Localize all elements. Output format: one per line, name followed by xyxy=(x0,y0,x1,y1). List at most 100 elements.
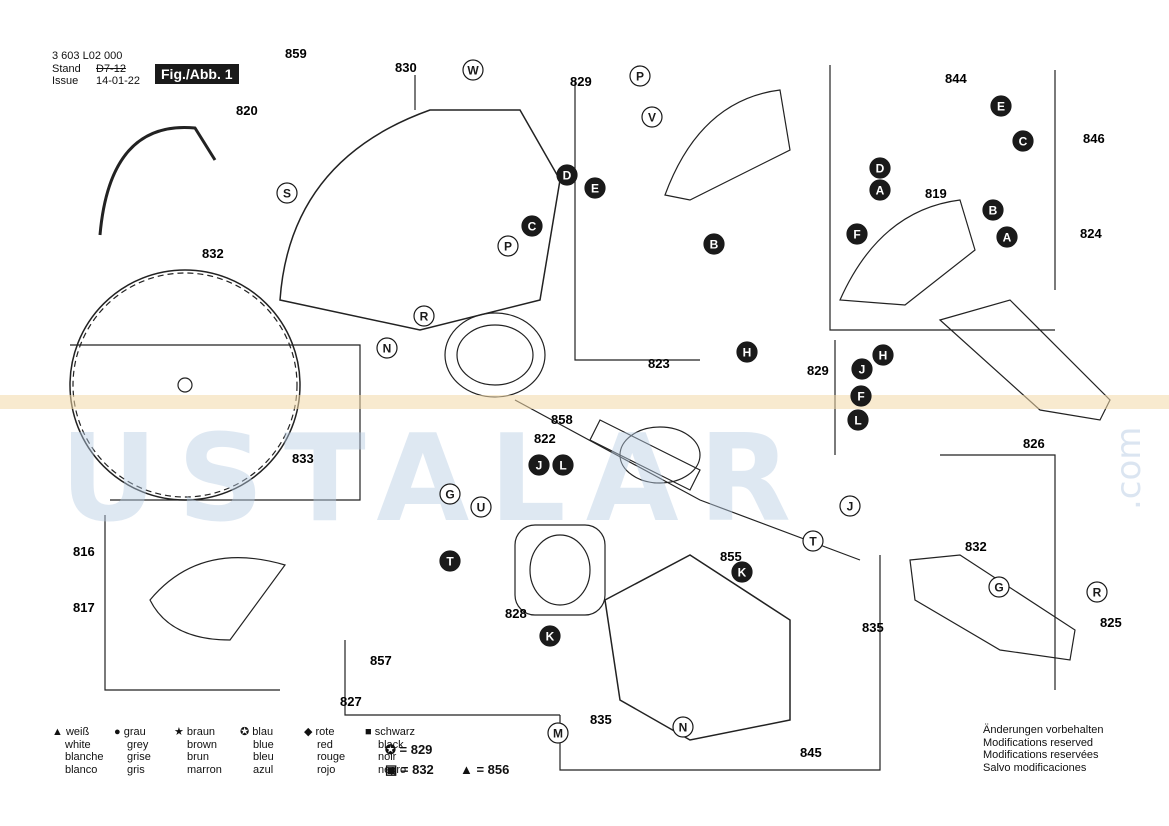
svg-text:C: C xyxy=(1019,135,1028,149)
part-number-label: 827 xyxy=(340,694,362,709)
symbol-reference: ▣ = 832 xyxy=(385,762,434,777)
part-number-label: 826 xyxy=(1023,436,1045,451)
legend-line: black xyxy=(378,738,404,751)
svg-text:R: R xyxy=(420,310,429,324)
legend-line: red xyxy=(317,738,333,751)
legend-line: brown xyxy=(187,738,217,751)
letter-callout: T xyxy=(439,550,461,572)
part-number-label: 832 xyxy=(202,246,224,261)
part-number-label: 858 xyxy=(551,412,573,427)
svg-text:A: A xyxy=(1003,231,1012,245)
legend-line: grise xyxy=(127,751,151,763)
part-number-label: 855 xyxy=(720,549,742,564)
svg-text:G: G xyxy=(994,581,1003,595)
legend-line: white xyxy=(65,738,91,751)
letter-callout: M xyxy=(547,722,569,744)
part-number-label: 829 xyxy=(570,74,592,89)
letter-callout: L xyxy=(847,409,869,431)
svg-text:G: G xyxy=(445,488,454,502)
part-number-label: 845 xyxy=(800,745,822,760)
part-number-label: 859 xyxy=(285,46,307,61)
svg-text:L: L xyxy=(854,414,861,428)
letter-callout: P xyxy=(629,65,651,87)
legend-line: ★ braun xyxy=(174,726,216,738)
svg-text:T: T xyxy=(809,535,817,549)
svg-text:N: N xyxy=(383,342,392,356)
letter-callout: N xyxy=(672,716,694,738)
svg-text:H: H xyxy=(743,346,752,360)
part-number-label: 832 xyxy=(965,539,987,554)
letter-callout: G xyxy=(988,576,1010,598)
svg-text:V: V xyxy=(648,111,656,125)
svg-text:K: K xyxy=(738,566,747,580)
letter-callout: T xyxy=(802,530,824,552)
part-number-label: 828 xyxy=(505,606,527,621)
letter-callout: V xyxy=(641,106,663,128)
part-number-label: 829 xyxy=(807,363,829,378)
letter-callout: B xyxy=(982,199,1004,221)
part-number-label: 846 xyxy=(1083,131,1105,146)
letter-callout: R xyxy=(1086,581,1108,603)
svg-text:E: E xyxy=(997,100,1005,114)
part-number-label: 819 xyxy=(925,186,947,201)
svg-text:B: B xyxy=(989,204,998,218)
letter-callout: C xyxy=(1012,130,1034,152)
svg-text:H: H xyxy=(879,349,888,363)
legend-line: bleu xyxy=(253,751,274,763)
issue-date: 14-01-22 xyxy=(96,75,141,87)
svg-text:S: S xyxy=(283,187,291,201)
legend-line: azul xyxy=(253,763,274,776)
svg-text:E: E xyxy=(591,182,599,196)
svg-text:P: P xyxy=(504,240,512,254)
letter-callout: K xyxy=(539,625,561,647)
part-number-label: 844 xyxy=(945,71,967,86)
legend-line: rouge xyxy=(317,751,346,763)
svg-text:K: K xyxy=(546,630,555,644)
part-number-label: 822 xyxy=(534,431,556,446)
letter-callout: A xyxy=(996,226,1018,248)
legend-line: blanco xyxy=(65,763,98,776)
part-number-label: 820 xyxy=(236,103,258,118)
letter-callout: J xyxy=(851,358,873,380)
figure-label: Fig./Abb. 1 xyxy=(155,64,239,84)
letter-callout: F xyxy=(846,223,868,245)
legend-line: ▲ weiß xyxy=(52,726,90,738)
part-number-label: 823 xyxy=(648,356,670,371)
letter-callout: H xyxy=(872,344,894,366)
svg-text:C: C xyxy=(528,220,537,234)
svg-text:T: T xyxy=(446,555,454,569)
part-number-label: 830 xyxy=(395,60,417,75)
svg-text:W: W xyxy=(467,64,479,78)
stand-label: Stand xyxy=(52,63,81,75)
letter-callout: R xyxy=(413,305,435,327)
svg-text:R: R xyxy=(1093,586,1102,600)
svg-text:J: J xyxy=(847,500,854,514)
letter-callout: E xyxy=(990,95,1012,117)
letter-callout: H xyxy=(736,341,758,363)
letter-callout: E xyxy=(584,177,606,199)
legend-line: noir xyxy=(378,751,397,763)
legend-line: brun xyxy=(187,751,210,763)
part-number: 3 603 L02 000 xyxy=(52,50,123,62)
svg-text:F: F xyxy=(853,228,860,242)
part-number-label: 824 xyxy=(1080,226,1102,241)
svg-text:U: U xyxy=(477,501,486,515)
part-number-label: 857 xyxy=(370,653,392,668)
stand-value: D7-12 xyxy=(96,63,126,75)
legend-line: blue xyxy=(253,738,274,751)
legend-line: rojo xyxy=(317,763,336,776)
legend-line: ■ schwarz xyxy=(365,726,416,738)
letter-callout: L xyxy=(552,454,574,476)
letter-callout: B xyxy=(703,233,725,255)
part-number-label: 816 xyxy=(73,544,95,559)
svg-text:B: B xyxy=(710,238,719,252)
legend-line: gris xyxy=(127,763,145,776)
letter-callout: P xyxy=(497,235,519,257)
